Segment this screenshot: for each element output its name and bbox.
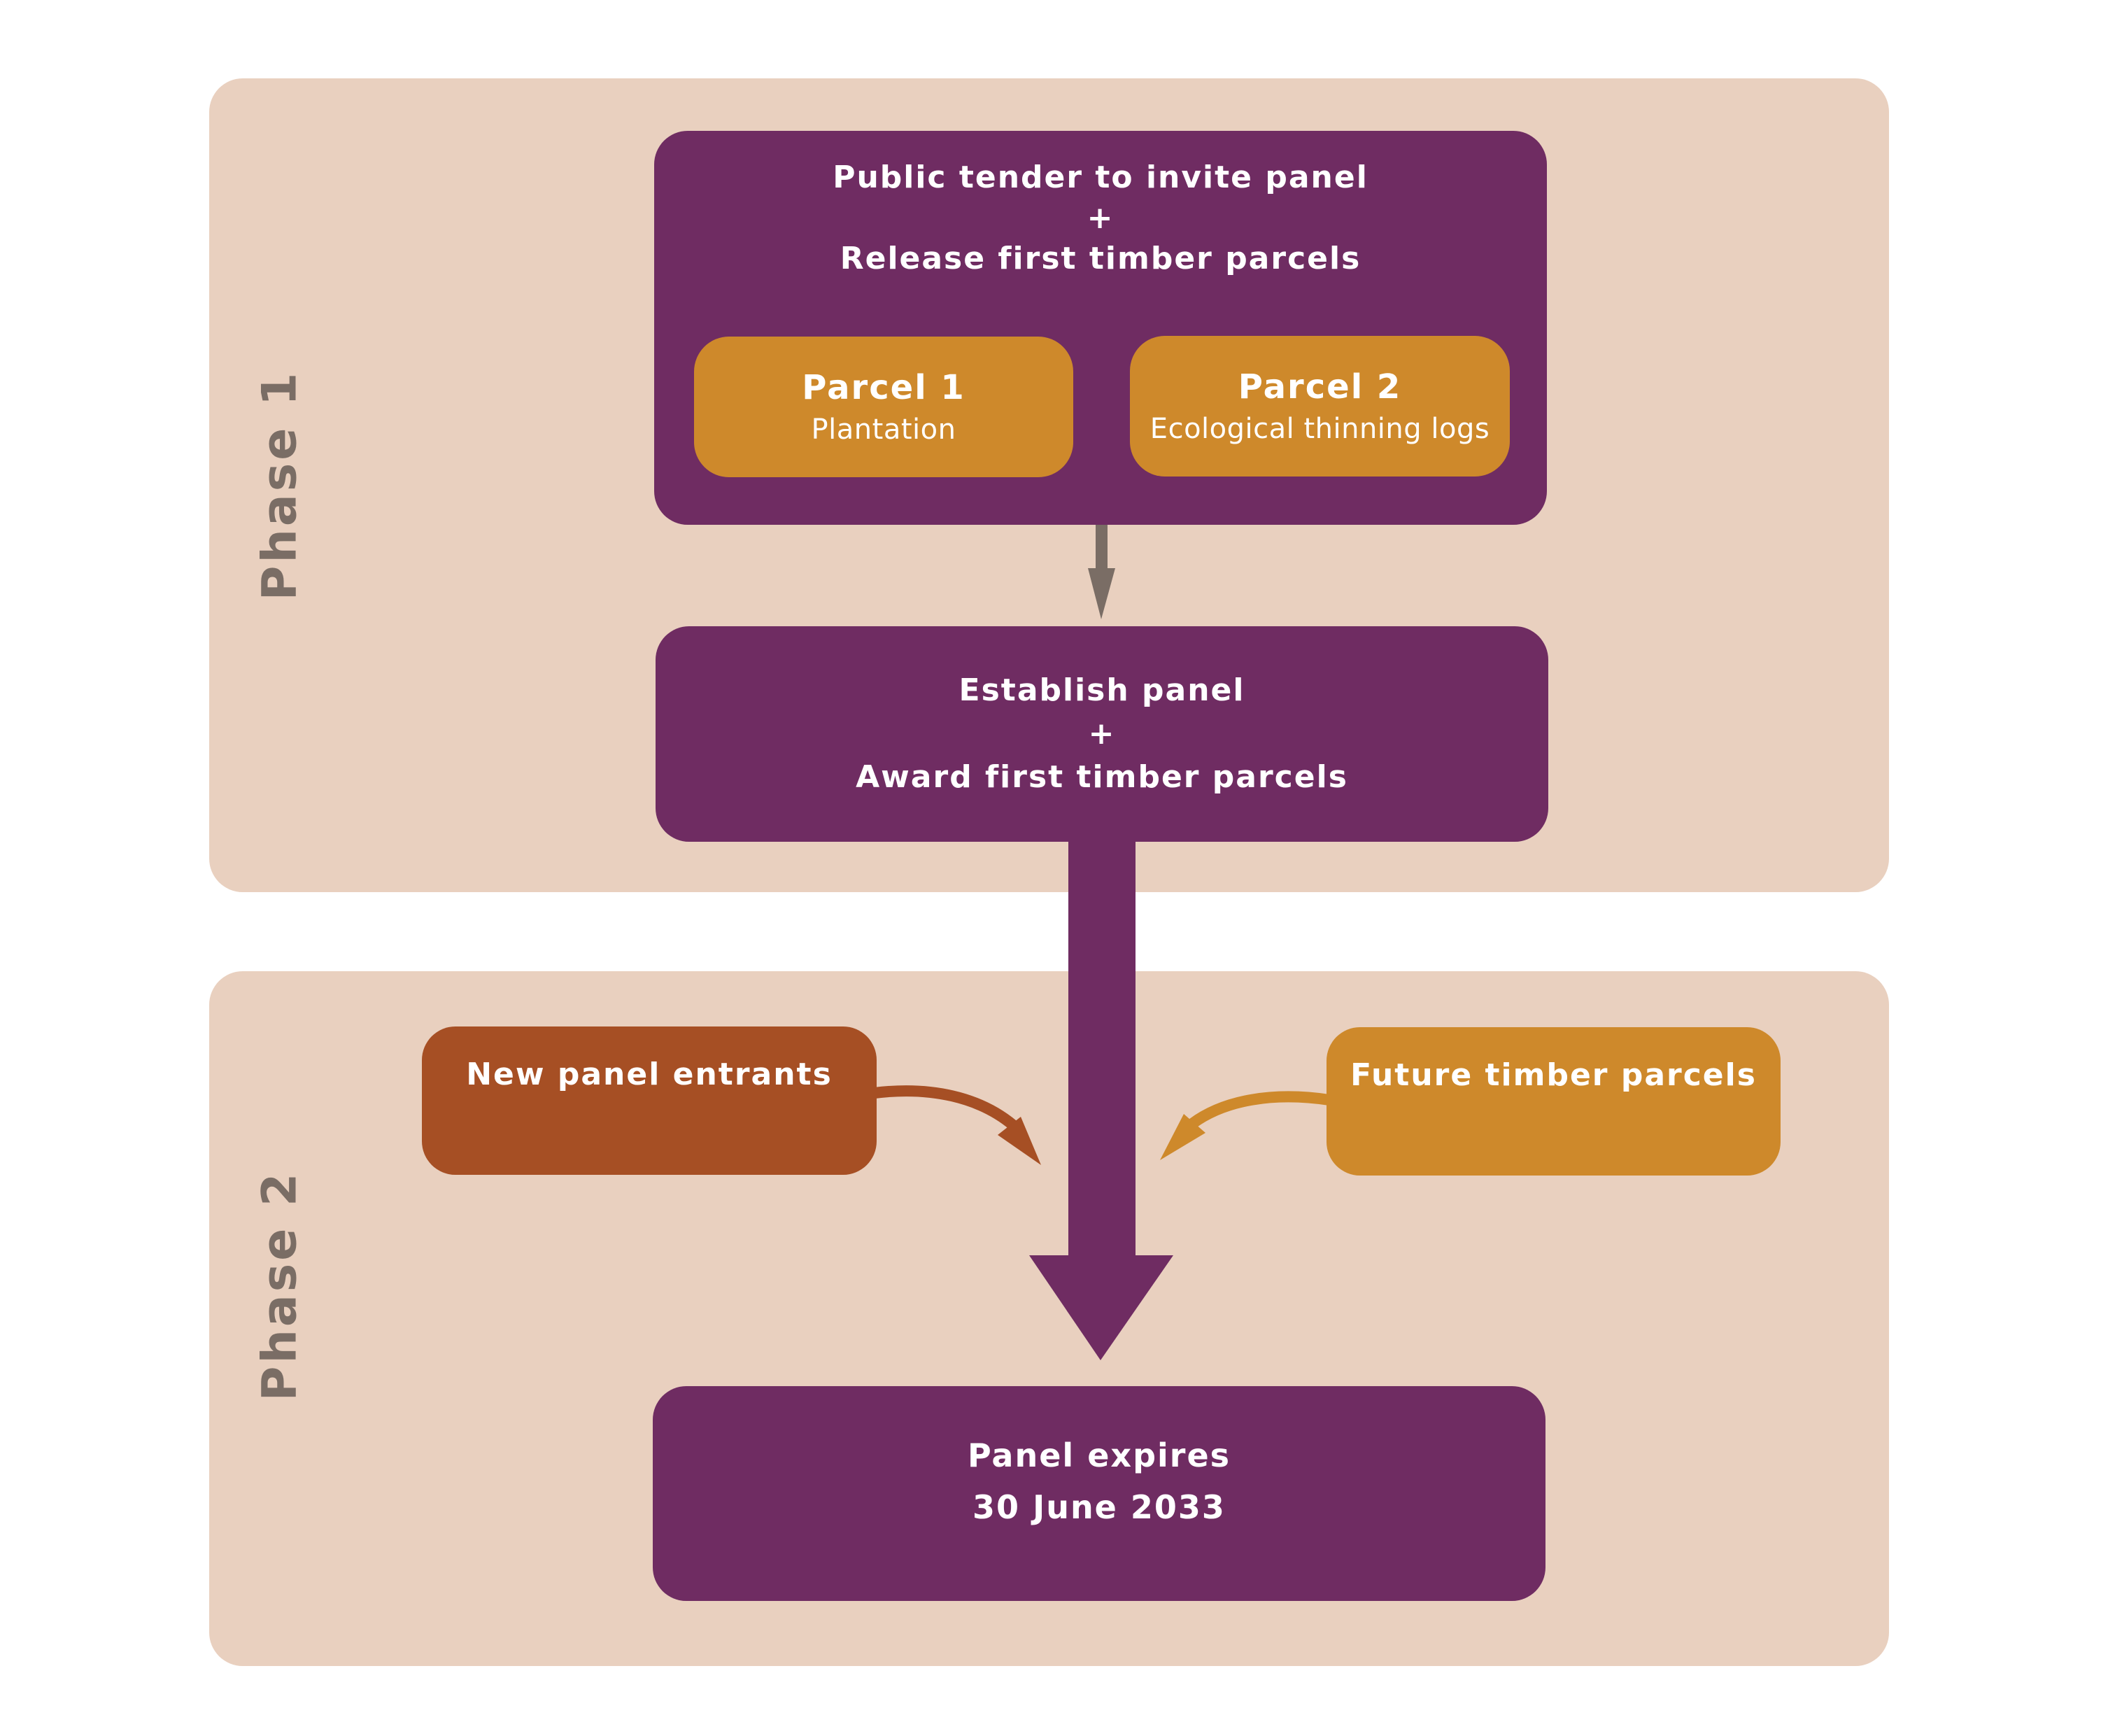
parcel-1-title: Parcel 1 bbox=[802, 367, 965, 407]
future-parcels-label: Future timber parcels bbox=[1350, 1057, 1757, 1093]
new-entrants-box: New panel entrants bbox=[422, 1026, 877, 1175]
new-entrants-label: New panel entrants bbox=[466, 1057, 833, 1092]
phase-1-label: Phase 1 bbox=[252, 369, 308, 600]
parcel-2-box: Parcel 2 Ecological thinning logs bbox=[1130, 336, 1510, 477]
parcel-1-box: Parcel 1 Plantation bbox=[694, 337, 1073, 477]
panel-expires-line-1: Panel expires bbox=[967, 1437, 1231, 1474]
public-tender-line-1: Public tender to invite panel bbox=[833, 160, 1368, 195]
establish-panel-box: Establish panel + Award first timber par… bbox=[656, 626, 1548, 842]
parcel-2-subtitle: Ecological thinning logs bbox=[1149, 412, 1490, 445]
establish-line-1: Establish panel bbox=[958, 672, 1245, 708]
plus-sign: + bbox=[1088, 716, 1116, 751]
parcel-1-subtitle: Plantation bbox=[811, 413, 956, 446]
phase-2-label: Phase 2 bbox=[252, 1170, 308, 1401]
parcel-2-title: Parcel 2 bbox=[1238, 367, 1402, 407]
public-tender-line-2: Release first timber parcels bbox=[840, 241, 1361, 276]
panel-expires-date: 30 June 2033 bbox=[972, 1488, 1226, 1526]
plus-sign: + bbox=[1087, 200, 1115, 236]
establish-line-2: Award first timber parcels bbox=[856, 759, 1348, 795]
future-parcels-box: Future timber parcels bbox=[1327, 1027, 1781, 1176]
panel-expires-box: Panel expires 30 June 2033 bbox=[653, 1386, 1545, 1601]
